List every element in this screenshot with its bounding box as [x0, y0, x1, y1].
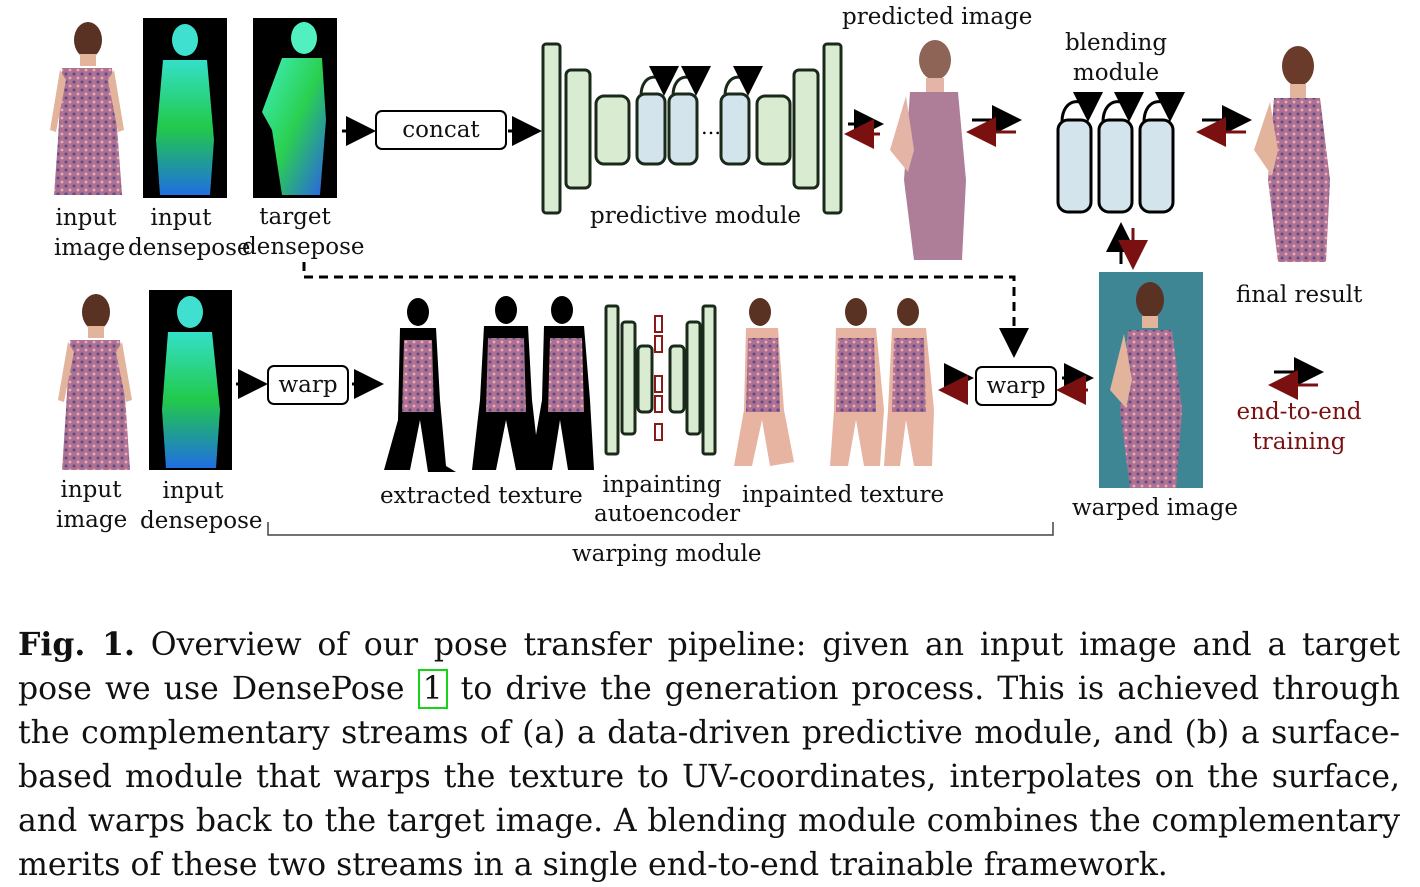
input-densepose-bottom-label-2: densepose [140, 508, 263, 534]
input-densepose-top-photo [143, 18, 227, 198]
caption-text-2: to drive the generation process. This is… [18, 671, 1400, 883]
predicted-image-photo [890, 40, 966, 260]
target-densepose-label-1: target [259, 204, 331, 230]
predictive-module-label: predictive module [590, 203, 801, 229]
input-densepose-top-label-2: densepose [128, 235, 251, 261]
pipeline-diagram: … [50, 18, 1330, 536]
warped-image-photo [1099, 272, 1203, 488]
inpainting-autoencoder-network [604, 304, 717, 456]
warped-image-label: warped image [1072, 495, 1238, 521]
caption-prefix: Fig. 1. [18, 626, 135, 663]
blending-module-network [1056, 91, 1185, 214]
autoencoder-bottleneck [654, 315, 663, 441]
citation-link[interactable]: 1 [417, 669, 448, 709]
input-densepose-top-label-1: input [150, 205, 212, 231]
inpainted-texture-label: inpainted texture [742, 482, 945, 508]
warp-box-left: warp [267, 365, 349, 405]
concat-box: concat [375, 110, 507, 150]
input-densepose-bottom-label-1: input [162, 478, 224, 504]
predictive-module-network [541, 42, 843, 215]
legend-label-2: training [1252, 429, 1346, 455]
final-result-photo [1254, 46, 1330, 262]
input-image-top-photo [50, 22, 124, 195]
caption-text-1: Overview of our pose transfer pipeline: … [18, 627, 1400, 707]
inpainted-texture-figures [734, 298, 934, 466]
input-densepose-bottom-photo [149, 290, 232, 470]
target-densepose-photo [253, 18, 337, 198]
input-image-bottom-label-1: input [60, 477, 122, 503]
extracted-texture-figures [384, 296, 594, 472]
inpainting-autoencoder-label-2: autoencoder [594, 501, 741, 527]
ellipsis-dots: … [701, 115, 721, 139]
blending-module-label-1: blending [1064, 30, 1168, 56]
warp-box-right: warp [975, 366, 1057, 406]
extracted-texture-label: extracted texture [380, 483, 583, 509]
warping-module-bracket [267, 522, 1054, 536]
target-densepose-label-2: densepose [242, 234, 365, 260]
input-image-bottom-photo [58, 294, 132, 470]
blending-module-label-2: module [1072, 60, 1160, 86]
figure-caption: Fig. 1. Overview of our pose transfer pi… [18, 623, 1400, 887]
input-image-bottom-label-2: image [56, 507, 128, 533]
final-result-label: final result [1236, 282, 1363, 308]
legend-label-1: end-to-end [1236, 399, 1362, 425]
input-image-top-label-2: image [54, 235, 126, 261]
input-image-top-label-1: input [55, 205, 117, 231]
inpainting-autoencoder-label-1: inpainting [602, 472, 722, 498]
predicted-image-label: predicted image [842, 4, 1033, 30]
warping-module-label: warping module [572, 541, 762, 567]
